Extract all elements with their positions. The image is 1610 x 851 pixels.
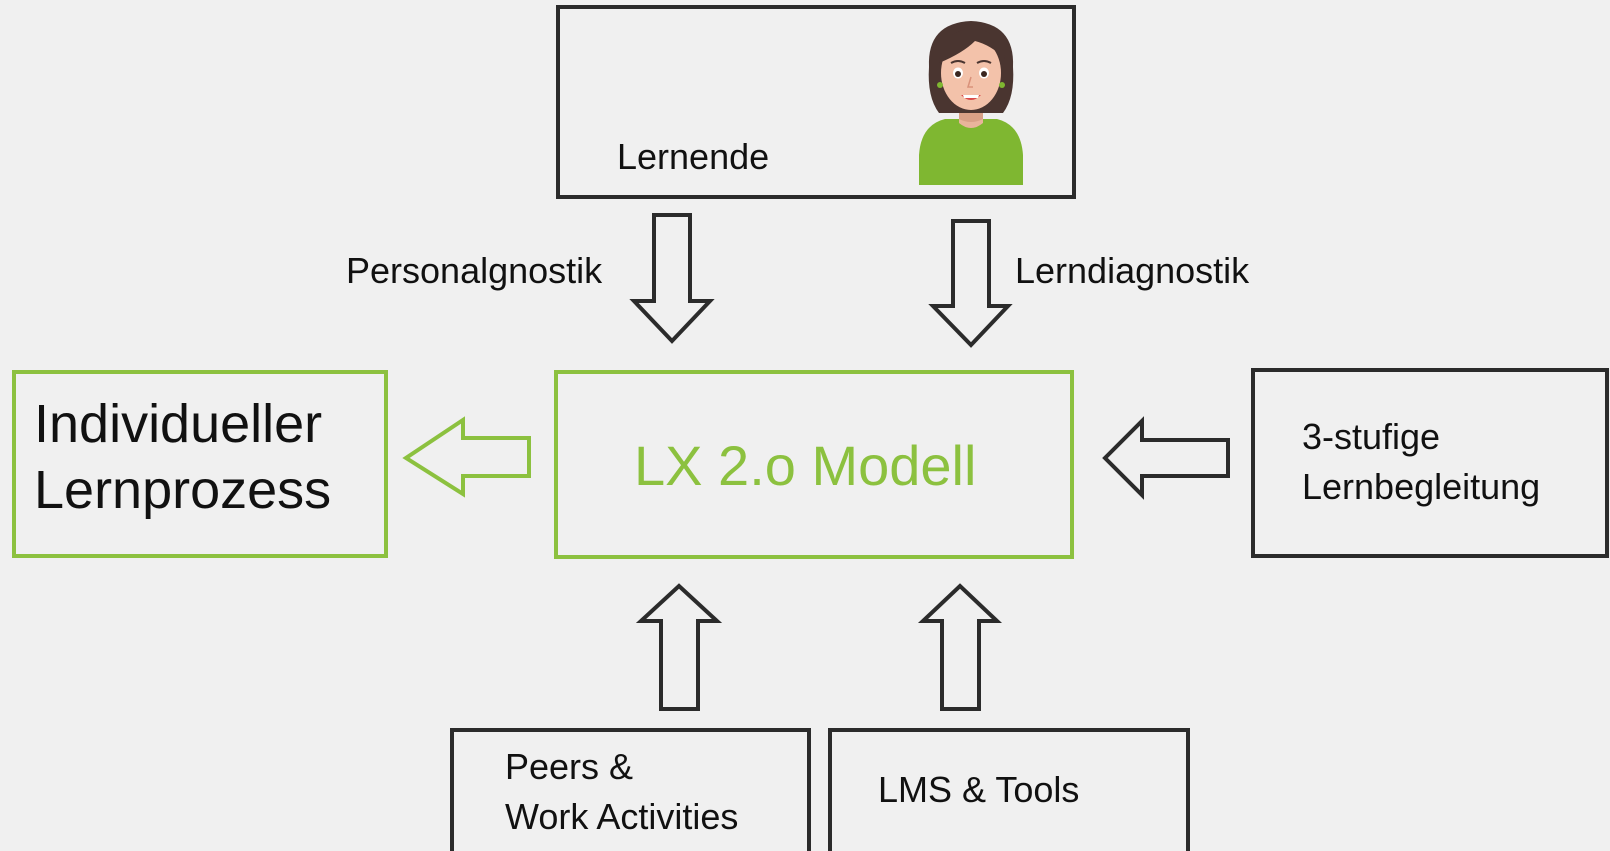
- peers-box: Peers & Work Activities: [450, 728, 811, 851]
- peers-label: Peers & Work Activities: [505, 742, 738, 843]
- peers-label-line1: Peers &: [505, 746, 634, 787]
- output-label-line2: Lernprozess: [34, 459, 332, 520]
- left-arrow-support: [1102, 416, 1230, 500]
- output-label: Individueller Lernprozess: [34, 392, 331, 524]
- down-arrow-lerndiagnostik: [928, 219, 1013, 348]
- personalgnostik-label: Personalgnostik: [346, 250, 603, 291]
- output-box: Individueller Lernprozess: [12, 370, 388, 558]
- down-arrow-personalgnostik: [629, 213, 715, 344]
- woman-avatar-icon: [919, 21, 1023, 185]
- support-box: 3-stufige Lernbegleitung: [1251, 368, 1609, 558]
- center-model-box: LX 2.o Modell: [554, 370, 1074, 559]
- learner-label: Lernende: [617, 136, 770, 177]
- peers-label-line2: Work Activities: [505, 796, 739, 838]
- up-arrow-peers: [635, 583, 723, 711]
- learner-box: Lernende: [556, 5, 1076, 199]
- support-label-line1: 3-stufige: [1302, 416, 1441, 457]
- support-label: 3-stufige Lernbegleitung: [1302, 412, 1540, 513]
- lms-label: LMS & Tools: [878, 769, 1080, 810]
- lms-box: LMS & Tools: [828, 728, 1190, 851]
- support-label-line2: Lernbegleitung: [1302, 466, 1541, 508]
- output-label-line1: Individueller: [34, 394, 323, 454]
- lerndiagnostik-label: Lerndiagnostik: [1015, 250, 1250, 291]
- up-arrow-lms: [917, 583, 1003, 711]
- left-arrow-output: [402, 416, 531, 498]
- center-model-label: LX 2.o Modell: [634, 434, 977, 497]
